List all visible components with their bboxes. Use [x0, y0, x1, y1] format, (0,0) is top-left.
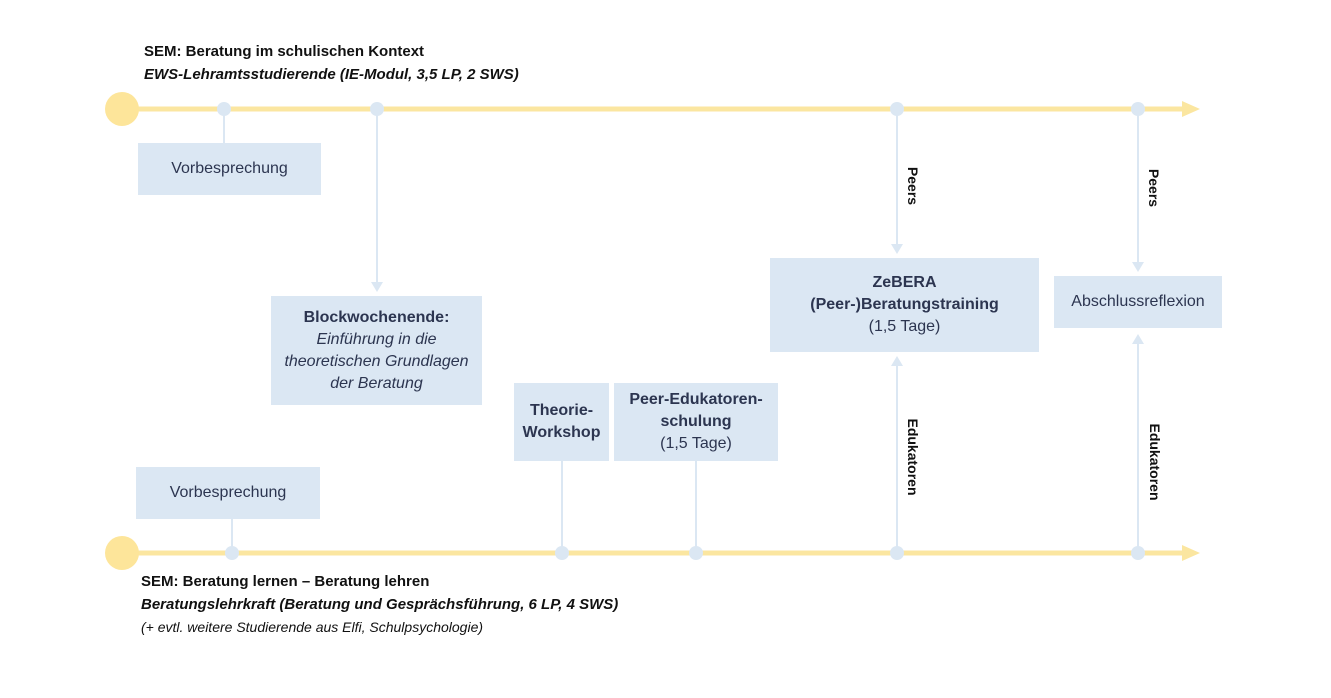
zebera-line3: (1,5 Tage) — [868, 318, 941, 335]
abschlussreflexion-label: Abschlussreflexion — [1071, 293, 1205, 310]
node-bottom — [555, 546, 569, 560]
vorbesprechung-top-box: Vorbesprechung — [138, 143, 321, 195]
vorbesprechung-top-label: Vorbesprechung — [171, 160, 288, 177]
blockwochenende-line2: theoretischen Grundlagen — [284, 352, 469, 370]
peer-edukatoren-line2: schulung — [660, 413, 732, 430]
edukatoren-label-zebera: Edukatoren — [905, 418, 921, 496]
peer-edukatoren-box: Peer-Edukatoren- schulung (1,5 Tage) — [614, 383, 778, 461]
top-timeline-start — [105, 92, 139, 126]
blockwochenende-line3: der Beratung — [330, 374, 423, 392]
peer-edukatoren-line3: (1,5 Tage) — [660, 435, 732, 452]
arrow-peers-zebera — [891, 244, 903, 254]
arrow-edukatoren-abschluss — [1132, 334, 1144, 344]
node-bottom — [890, 546, 904, 560]
node-bottom — [689, 546, 703, 560]
node-top — [1131, 102, 1145, 116]
theorie-workshop-line2: Workshop — [522, 424, 601, 441]
node-top — [890, 102, 904, 116]
zebera-box: ZeBERA (Peer-)Beratungstraining (1,5 Tag… — [770, 258, 1039, 352]
edukatoren-label-abschluss: Edukatoren — [1147, 423, 1163, 501]
bottom-timeline-start — [105, 536, 139, 570]
bottom-track-note: (+ evtl. weitere Studierende aus Elfi, S… — [141, 619, 484, 635]
peer-edukatoren-line1: Peer-Edukatoren- — [629, 391, 763, 408]
blockwochenende-line1: Einführung in die — [316, 330, 437, 348]
theorie-workshop-box: Theorie- Workshop — [514, 383, 609, 461]
vorbesprechung-bottom-box: Vorbesprechung — [136, 467, 320, 519]
blockwochenende-title: Blockwochenende: — [303, 308, 450, 326]
peers-label-zebera: Peers — [905, 166, 921, 206]
node-bottom — [1131, 546, 1145, 560]
node-top — [370, 102, 384, 116]
top-track-subtitle: EWS-Lehramtsstudierende (IE-Modul, 3,5 L… — [144, 66, 519, 83]
top-timeline-arrowhead — [1182, 101, 1200, 117]
arrow-blockwochenende — [371, 282, 383, 292]
bottom-track-title: SEM: Beratung lernen – Beratung lehren — [141, 573, 430, 590]
vorbesprechung-bottom-label: Vorbesprechung — [169, 484, 287, 501]
zebera-line1: ZeBERA — [872, 274, 937, 291]
top-track-title: SEM: Beratung im schulischen Kontext — [144, 43, 425, 60]
theorie-workshop-line1: Theorie- — [529, 402, 594, 419]
arrow-peers-abschluss — [1132, 262, 1144, 272]
node-top — [217, 102, 231, 116]
bottom-timeline-arrowhead — [1182, 545, 1200, 561]
zebera-line2: (Peer-)Beratungstraining — [810, 296, 999, 313]
arrow-edukatoren-zebera — [891, 356, 903, 366]
bottom-track-subtitle: Beratungslehrkraft (Beratung und Gespräc… — [141, 596, 619, 613]
blockwochenende-box: Blockwochenende: Einführung in die theor… — [271, 296, 482, 405]
node-bottom — [225, 546, 239, 560]
abschlussreflexion-box: Abschlussreflexion — [1054, 276, 1222, 328]
peers-label-abschluss: Peers — [1146, 168, 1162, 208]
